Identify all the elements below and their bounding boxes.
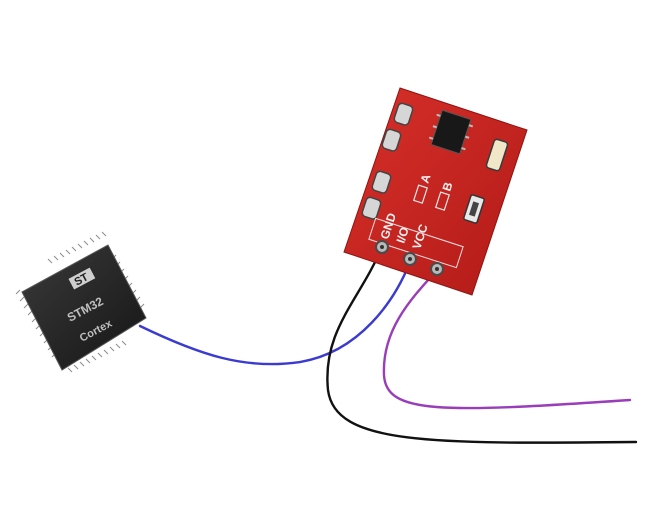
blue-wire [140, 262, 410, 364]
touch-sensor-board: GND I/O VCC A B [344, 88, 527, 295]
purple-wire [384, 270, 630, 408]
black-wire [327, 247, 636, 443]
stm32-chip: ST STM32 Cortex [16, 232, 146, 372]
